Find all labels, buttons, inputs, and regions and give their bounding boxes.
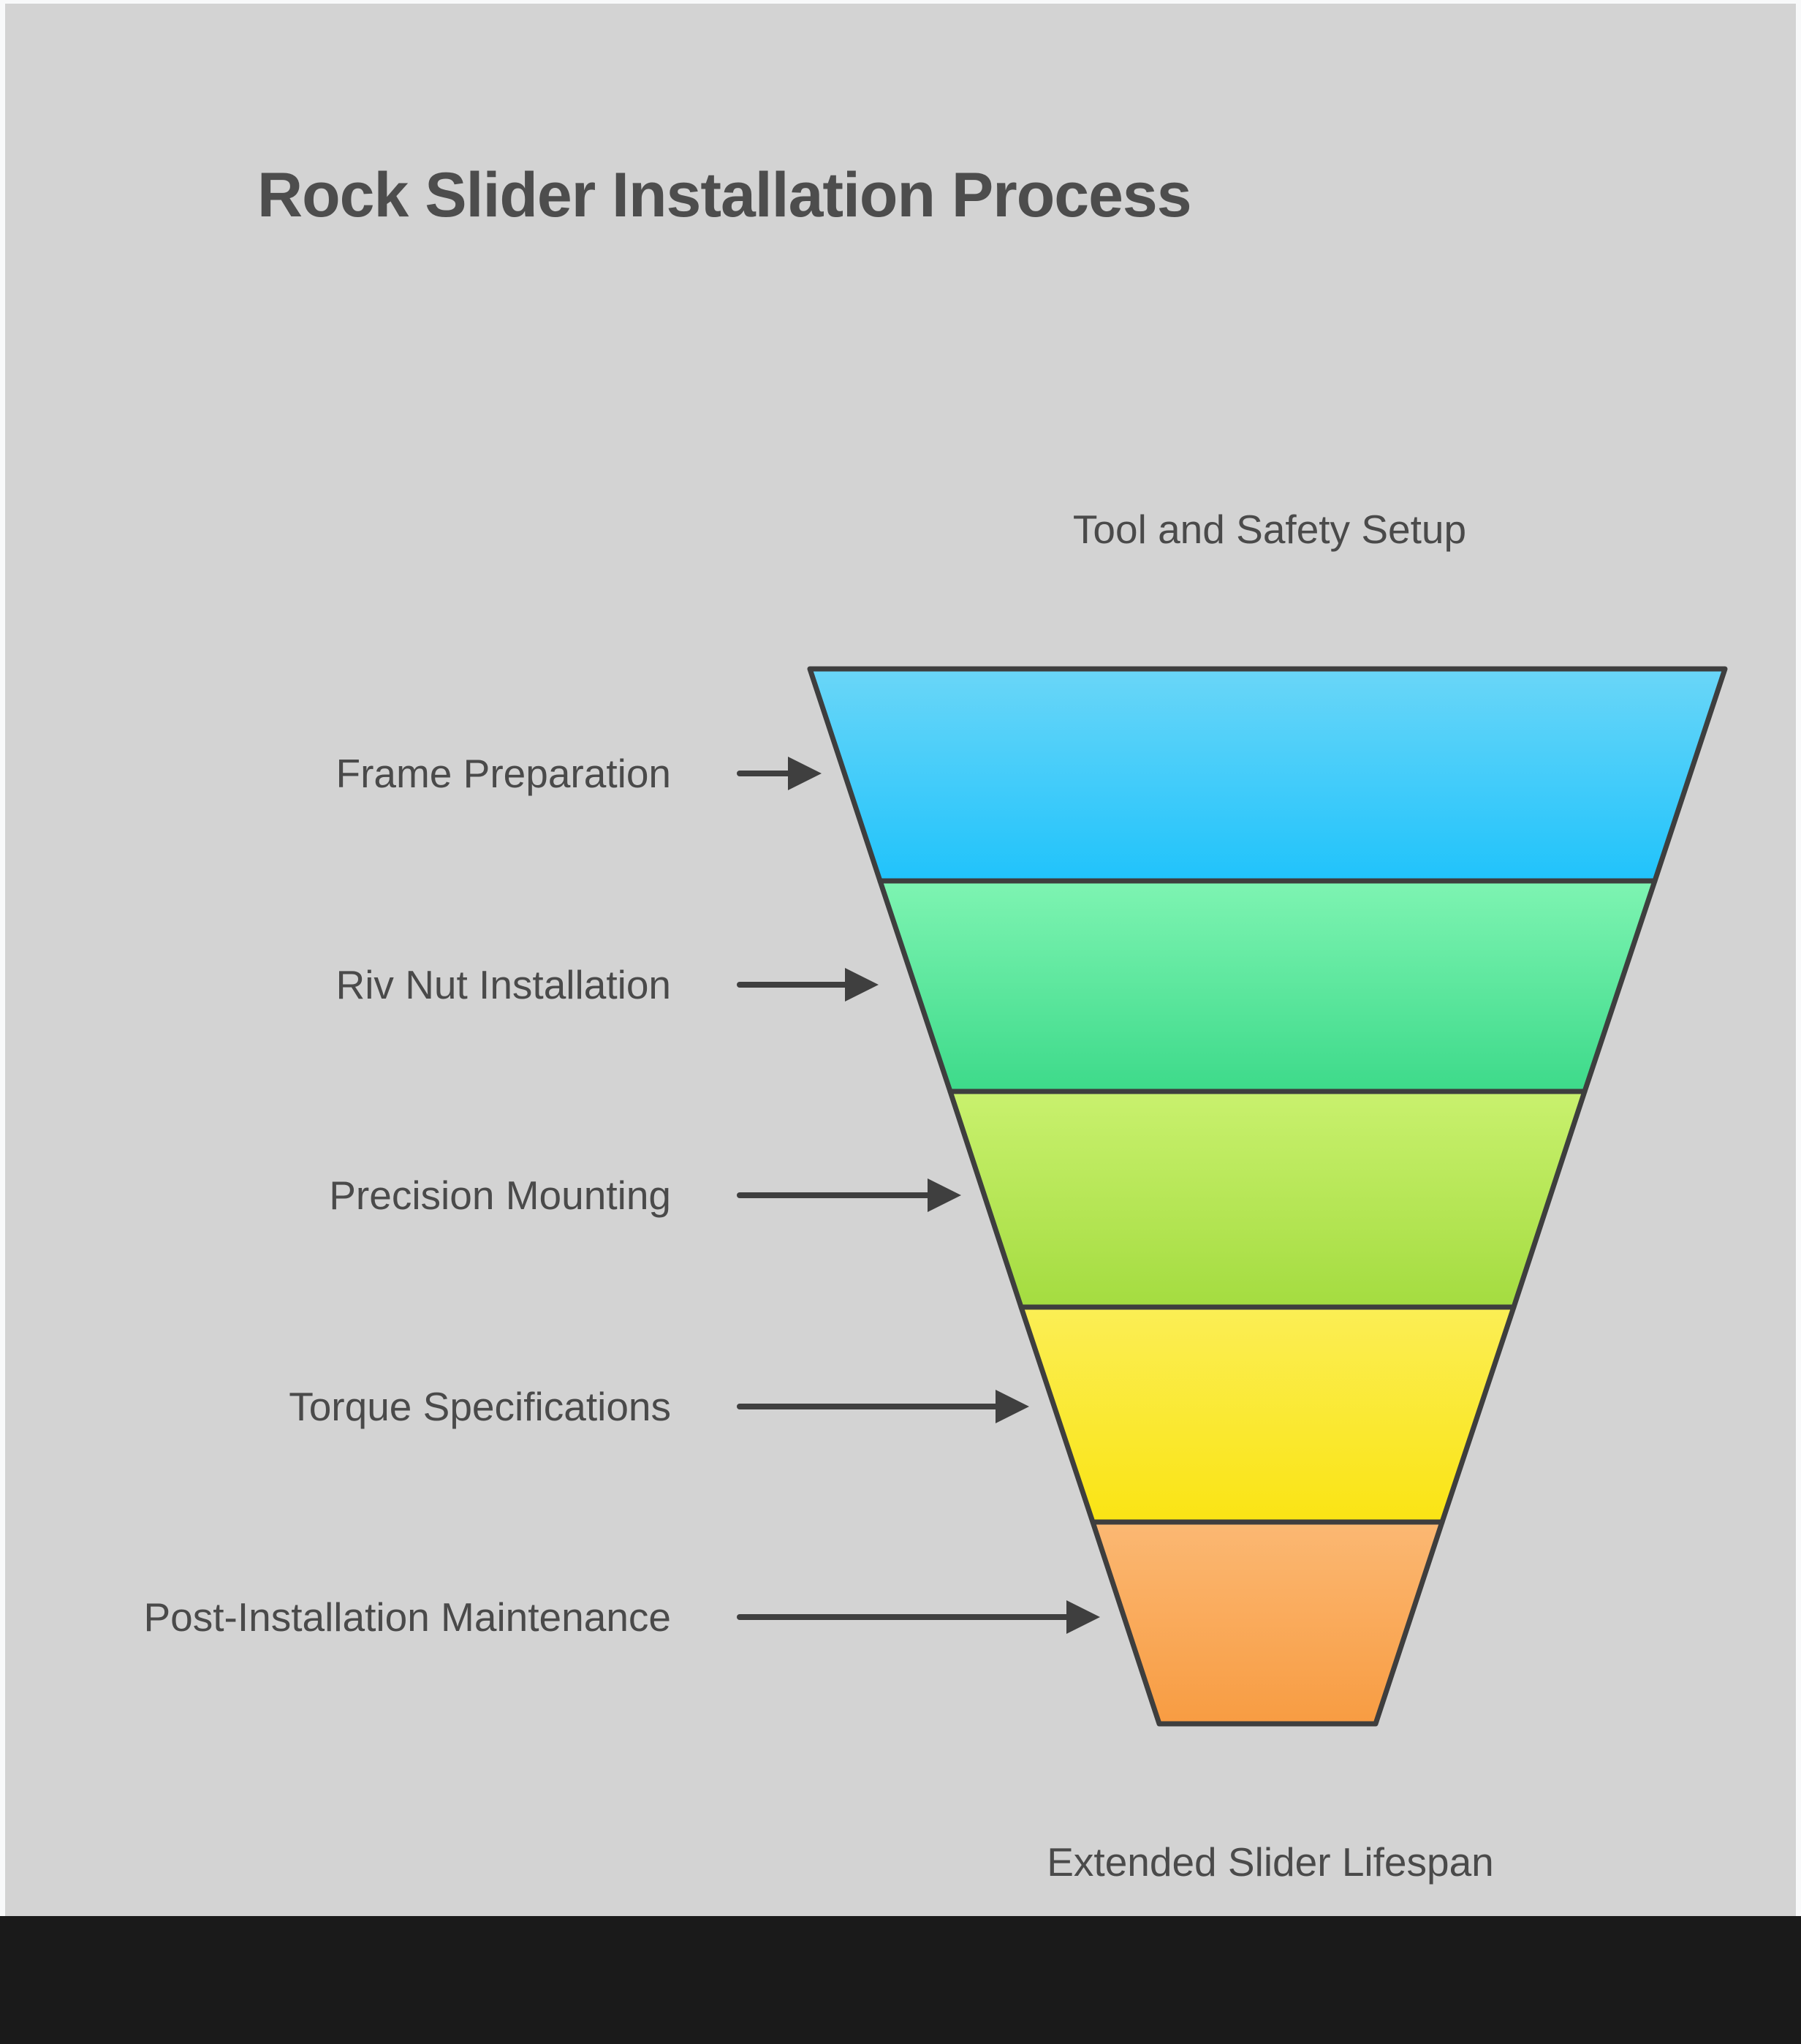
stage-label-post-installation-maintenance: Post-Installation Maintenance bbox=[143, 1594, 671, 1640]
stage-label-riv-nut-installation: Riv Nut Installation bbox=[335, 962, 671, 1007]
arrow-stage-3 bbox=[737, 1178, 961, 1212]
stage-label-precision-mounting: Precision Mounting bbox=[329, 1173, 671, 1218]
arrow-stage-5 bbox=[737, 1600, 1100, 1634]
funnel-stage-1-shape bbox=[807, 666, 1728, 884]
funnel-stage-4-shape bbox=[1018, 1304, 1517, 1525]
funnel-stage-3-shape bbox=[947, 1089, 1588, 1310]
funnel-stage-2-shape bbox=[877, 878, 1658, 1094]
arrow-stage-1 bbox=[737, 757, 822, 790]
funnel-stage-5-shape bbox=[1090, 1519, 1445, 1727]
stage-label-frame-preparation: Frame Preparation bbox=[335, 751, 671, 796]
page-title: Rock Slider Installation Process bbox=[257, 160, 1192, 230]
funnel-top-caption: Tool and Safety Setup bbox=[1072, 507, 1467, 552]
funnel-bottom-caption: Extended Slider Lifespan bbox=[1047, 1839, 1494, 1885]
arrow-stage-4 bbox=[737, 1390, 1029, 1423]
stage-label-torque-specifications: Torque Specifications bbox=[289, 1384, 671, 1429]
arrow-stage-2 bbox=[737, 968, 879, 1002]
footer-bar bbox=[0, 1916, 1801, 2044]
